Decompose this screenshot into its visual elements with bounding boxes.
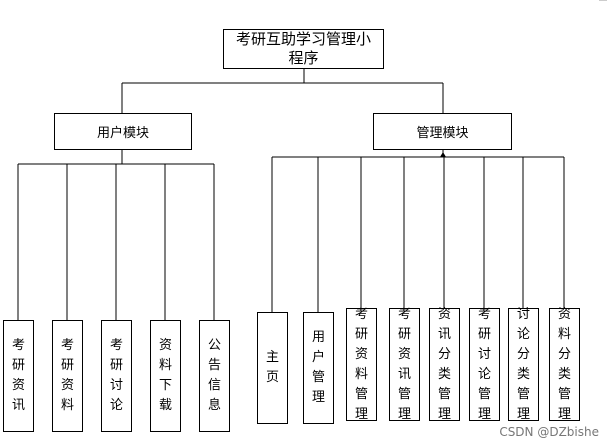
admin-leaf-node: 资讯分类管理 [429, 307, 460, 422]
user-module-node: 用户模块 [54, 113, 192, 150]
user-leaf-node: 公告信息 [199, 320, 230, 432]
admin-leaf-node: 考研资料管理 [346, 307, 377, 422]
root-node: 考研互助学习管理小程序 [223, 29, 384, 69]
connector-arrowhead [440, 152, 446, 157]
admin-module-node: 管理模块 [373, 113, 512, 150]
admin-leaf-node: 资料分类管理 [549, 307, 580, 422]
admin-leaf-node: 主页 [257, 312, 288, 424]
admin-leaf-node: 考研讨论管理 [469, 307, 500, 422]
user-leaf-node: 考研资料 [52, 320, 83, 432]
admin-leaf-node: 考研资讯管理 [389, 307, 420, 422]
user-leaf-node: 考研讨论 [101, 320, 132, 432]
admin-leaf-node: 用户管理 [303, 312, 334, 424]
admin-leaf-node: 讨论分类管理 [508, 307, 539, 422]
user-leaf-node: 考研资讯 [3, 320, 34, 432]
user-leaf-node: 资料下载 [150, 320, 181, 432]
watermark-text: CSDN @DZbishe [499, 425, 599, 439]
corner-mark [599, 0, 607, 4]
